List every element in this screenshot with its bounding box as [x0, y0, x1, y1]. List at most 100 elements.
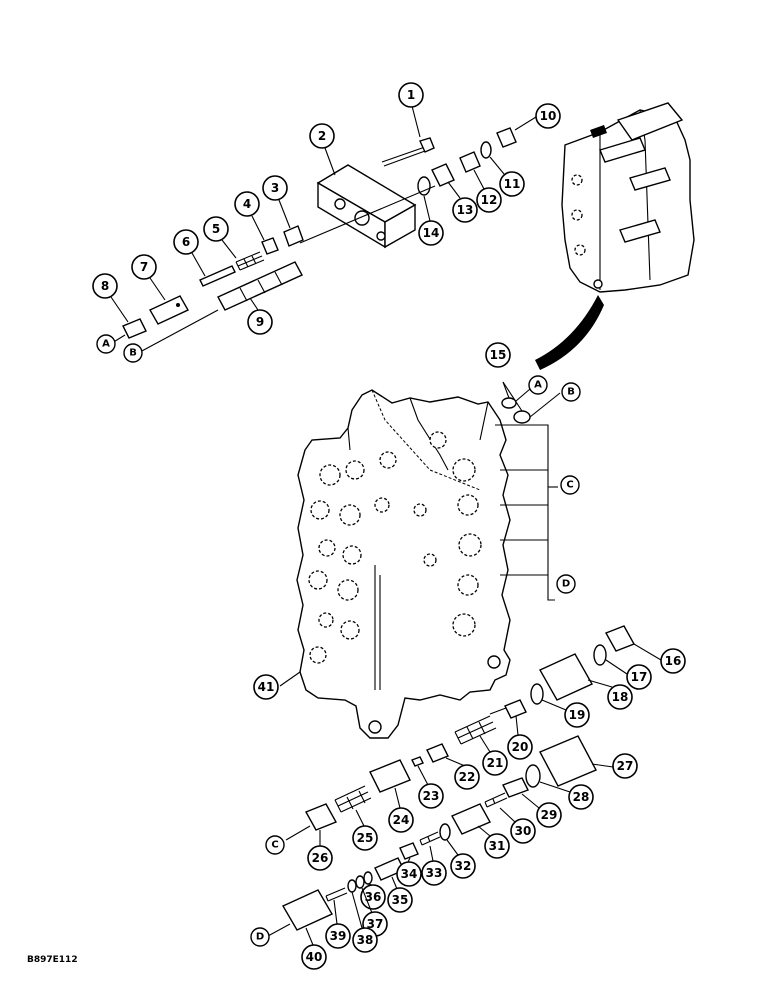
svg-text:30: 30 [515, 824, 532, 838]
svg-text:C: C [566, 480, 573, 491]
callout-29: 29 [521, 793, 562, 828]
callout-4: 4 [234, 191, 265, 241]
callout-11: 11 [489, 156, 525, 197]
callout-36: 36 [360, 883, 386, 910]
svg-text:B: B [129, 348, 137, 359]
svg-text:10: 10 [540, 109, 557, 123]
ref-d-bottom: D [250, 927, 270, 947]
svg-text:26: 26 [312, 851, 329, 865]
svg-text:B: B [567, 387, 575, 398]
ref-a-top: A [96, 334, 116, 354]
valve-inset [535, 102, 695, 370]
svg-text:33: 33 [426, 866, 443, 880]
callout-40: 40 [301, 927, 327, 970]
svg-text:22: 22 [459, 770, 476, 784]
callout-13: 13 [447, 181, 478, 223]
svg-text:29: 29 [541, 808, 558, 822]
callout-20: 20 [507, 715, 533, 760]
svg-text:14: 14 [423, 226, 440, 240]
ref-d-right: D [556, 574, 576, 594]
svg-text:3: 3 [271, 181, 279, 195]
svg-text:36: 36 [365, 890, 382, 904]
callout-22: 22 [445, 757, 480, 790]
callout-35: 35 [387, 876, 413, 913]
svg-text:20: 20 [512, 740, 529, 754]
callout-19: 19 [541, 699, 590, 728]
svg-text:D: D [562, 579, 570, 590]
callout-41: 41 [253, 674, 279, 700]
callout-27: 27 [591, 753, 638, 779]
svg-text:34: 34 [401, 867, 418, 881]
svg-text:15: 15 [490, 348, 507, 362]
svg-text:16: 16 [665, 654, 682, 668]
ref-a-right: A [528, 375, 548, 395]
callout-9: 9 [247, 297, 273, 335]
callout-32: 32 [446, 839, 476, 879]
callout-3: 3 [262, 175, 291, 229]
svg-text:23: 23 [423, 789, 440, 803]
svg-text:27: 27 [617, 759, 634, 773]
svg-text:17: 17 [631, 670, 648, 684]
callout-14: 14 [418, 195, 444, 246]
callout-8: 8 [92, 273, 129, 323]
svg-text:13: 13 [457, 203, 474, 217]
svg-text:6: 6 [182, 235, 190, 249]
figure-code: B897E112 [27, 955, 78, 965]
svg-text:40: 40 [306, 950, 323, 964]
svg-text:9: 9 [256, 315, 264, 329]
svg-text:32: 32 [455, 859, 472, 873]
svg-text:25: 25 [357, 831, 374, 845]
callout-25: 25 [352, 809, 378, 851]
svg-text:5: 5 [212, 222, 220, 236]
callout-7: 7 [131, 254, 166, 301]
ref-b-top: B [123, 343, 143, 363]
svg-text:28: 28 [573, 790, 590, 804]
callout-18: 18 [587, 679, 633, 710]
callout-33: 33 [421, 845, 447, 886]
callout-31: 31 [477, 825, 510, 859]
svg-text:8: 8 [101, 279, 109, 293]
svg-text:A: A [534, 380, 542, 391]
svg-text:37: 37 [367, 917, 384, 931]
svg-text:21: 21 [487, 756, 504, 770]
callout-34: 34 [396, 857, 422, 887]
svg-text:19: 19 [569, 708, 586, 722]
callout-38: 38 [351, 891, 378, 953]
callout-5: 5 [203, 216, 237, 259]
callout-15: 15 [485, 342, 511, 368]
callout-26: 26 [307, 830, 333, 871]
callout-12: 12 [473, 169, 502, 213]
ref-c-bottom: C [265, 835, 285, 855]
callout-39: 39 [325, 899, 351, 949]
callout-28: 28 [539, 781, 594, 810]
callout-10: 10 [514, 103, 561, 131]
callout-21: 21 [479, 735, 508, 776]
svg-text:C: C [271, 840, 278, 851]
svg-text:D: D [256, 932, 264, 943]
svg-text:A: A [102, 339, 110, 350]
svg-text:2: 2 [318, 129, 326, 143]
callout-16: 16 [633, 643, 686, 674]
callout-23: 23 [417, 765, 444, 809]
svg-text:7: 7 [140, 260, 148, 274]
svg-text:31: 31 [489, 839, 506, 853]
callout-17: 17 [605, 659, 652, 690]
svg-text:39: 39 [330, 929, 347, 943]
svg-text:1: 1 [407, 88, 415, 102]
callout-6: 6 [173, 229, 206, 277]
valve-body-41 [296, 389, 558, 739]
ref-c-right: C [560, 475, 580, 495]
svg-text:24: 24 [393, 813, 410, 827]
svg-text:41: 41 [258, 680, 275, 694]
callout-30: 30 [499, 807, 536, 844]
svg-text:4: 4 [243, 197, 251, 211]
svg-text:12: 12 [481, 193, 498, 207]
o-rings-15 [501, 381, 561, 424]
callout-1: 1 [398, 82, 424, 138]
ref-b-right: B [561, 382, 581, 402]
svg-text:38: 38 [357, 933, 374, 947]
svg-text:18: 18 [612, 690, 629, 704]
svg-text:11: 11 [504, 177, 521, 191]
callout-2: 2 [309, 123, 336, 176]
